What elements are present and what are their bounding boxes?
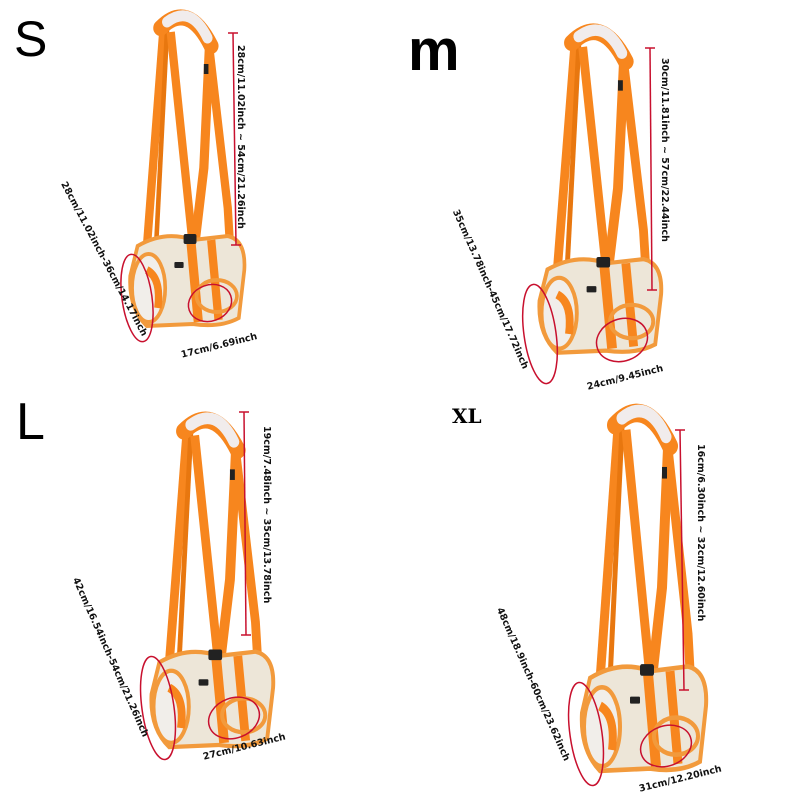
size-panel-l: L 19cm/7.48inch ~ 35cm/13.78inch 42cm/16… bbox=[0, 396, 400, 800]
size-panel-s: S 28cm/11.02inch ~ 54cm/21.26inch 28cm/1… bbox=[0, 0, 400, 400]
size-panel-xl: XL 16cm/6.30inch ~ 32cm/12.60inch 48cm/1… bbox=[400, 400, 800, 800]
strap-length-label: 28cm/11.02inch ~ 54cm/21.26inch bbox=[235, 45, 246, 229]
size-label: XL bbox=[452, 404, 482, 428]
size-label: L bbox=[16, 393, 45, 451]
size-label: m bbox=[408, 18, 460, 83]
harness-image bbox=[521, 0, 800, 385]
size-panel-m: m 30cm/11.81inch ~ 57cm/22.44inch 35cm/1… bbox=[400, 0, 800, 400]
size-label: S bbox=[14, 11, 48, 67]
strap-length-label: 16cm/6.30inch ~ 32cm/12.60inch bbox=[695, 444, 706, 622]
harness-image bbox=[567, 400, 800, 787]
harness-image bbox=[120, 0, 400, 343]
strap-length-label: 19cm/7.48inch ~ 35cm/13.78inch bbox=[261, 426, 272, 604]
harness-image bbox=[139, 400, 400, 761]
strap-length-label: 30cm/11.81inch ~ 57cm/22.44inch bbox=[659, 58, 670, 242]
